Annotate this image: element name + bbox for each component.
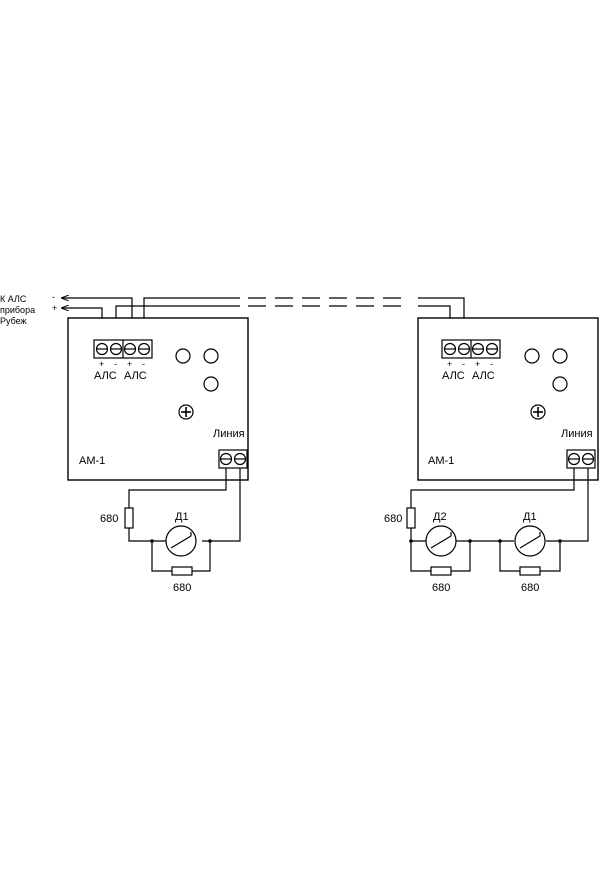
resistor-value: 680 <box>384 513 402 525</box>
terminal-sign: + <box>99 359 104 369</box>
junction-dot <box>208 539 212 543</box>
loop-wire <box>410 541 431 572</box>
loop-wire <box>540 541 561 572</box>
terminal-screw-icon <box>567 452 581 466</box>
terminal-sign: - <box>490 359 493 369</box>
led-icon <box>552 376 568 392</box>
junction-dot <box>498 539 502 543</box>
detector-icon <box>514 525 546 557</box>
terminal-screw-icon <box>123 342 137 356</box>
resistor-parallel <box>519 566 541 576</box>
mounting-screw-icon <box>530 404 546 420</box>
led-icon <box>203 376 219 392</box>
source-line-3: Рубеж <box>0 316 27 326</box>
resistor-series-left <box>124 507 134 529</box>
plus-sign: + <box>52 303 57 313</box>
module-left: + - + - АЛС АЛС Линия АМ-1 <box>67 317 249 481</box>
junction-dot <box>558 539 562 543</box>
loop-wire <box>410 528 426 542</box>
terminal-screw-icon <box>137 342 151 356</box>
terminal-sign: - <box>462 359 465 369</box>
terminal-label: АЛС <box>94 370 117 382</box>
resistor-value: 680 <box>432 582 450 594</box>
resistor-parallel <box>430 566 452 576</box>
terminal-screw-icon <box>457 342 471 356</box>
detector-name: Д1 <box>175 511 189 523</box>
als-terminal-block-left: + - + - АЛС АЛС <box>93 339 153 382</box>
detector-icon <box>425 525 457 557</box>
minus-sign: - <box>52 292 55 302</box>
module-name: АМ-1 <box>79 455 105 467</box>
loop-left: 680 Д1 680 <box>100 468 241 594</box>
terminal-screw-icon <box>219 452 233 466</box>
resistor-series-right <box>406 507 416 529</box>
terminal-label: АЛС <box>472 370 495 382</box>
line-terminal-block-left <box>218 449 248 469</box>
detector-name: Д2 <box>433 511 447 523</box>
terminal-sign: + <box>127 359 132 369</box>
terminal-sign: - <box>114 359 117 369</box>
resistor-value: 680 <box>173 582 191 594</box>
loop-wire <box>410 468 575 508</box>
terminal-label: АЛС <box>124 370 147 382</box>
detector-icon <box>165 525 197 557</box>
led-icon <box>552 348 568 364</box>
terminal-sign: + <box>475 359 480 369</box>
loop-wire <box>202 468 241 542</box>
led-icon <box>524 348 540 364</box>
terminal-screw-icon <box>485 342 499 356</box>
line-label: Линия <box>213 428 245 440</box>
loop-wire <box>128 528 166 542</box>
terminal-screw-icon <box>471 342 485 356</box>
terminal-sign: + <box>447 359 452 369</box>
terminal-label: АЛС <box>442 370 465 382</box>
module-left-body <box>67 317 249 481</box>
loop-right: 680 Д2 680 Д1 680 <box>384 468 589 594</box>
resistor-parallel <box>171 566 193 576</box>
resistor-value: 680 <box>100 513 118 525</box>
source-line-2: прибора <box>0 305 35 315</box>
junction-dot <box>409 539 413 543</box>
junction-dot <box>150 539 154 543</box>
module-right: + - + - АЛС АЛС Линия АМ-1 <box>417 317 599 481</box>
terminal-screw-icon <box>233 452 247 466</box>
als-terminal-block-right: + - + - АЛС АЛС <box>441 339 501 382</box>
line-label: Линия <box>561 428 593 440</box>
source-note: - + К АЛС прибора Рубеж <box>0 292 57 326</box>
terminal-screw-icon <box>95 342 109 356</box>
led-icon <box>175 348 191 364</box>
junction-dot <box>468 539 472 543</box>
detector-name: Д1 <box>523 511 537 523</box>
loop-wire <box>151 541 172 572</box>
terminal-screw-icon <box>109 342 123 356</box>
source-line-1: К АЛС <box>0 294 27 304</box>
module-name: АМ-1 <box>428 455 454 467</box>
terminal-sign: - <box>142 359 145 369</box>
line-terminal-block-right <box>566 449 596 469</box>
resistor-value: 680 <box>521 582 539 594</box>
mounting-screw-icon <box>178 404 194 420</box>
loop-wire <box>451 541 471 572</box>
terminal-screw-icon <box>581 452 595 466</box>
terminal-screw-icon <box>443 342 457 356</box>
led-icon <box>203 348 219 364</box>
loop-wire <box>192 541 211 572</box>
loop-wire <box>499 541 520 572</box>
loop-wire <box>128 468 227 508</box>
